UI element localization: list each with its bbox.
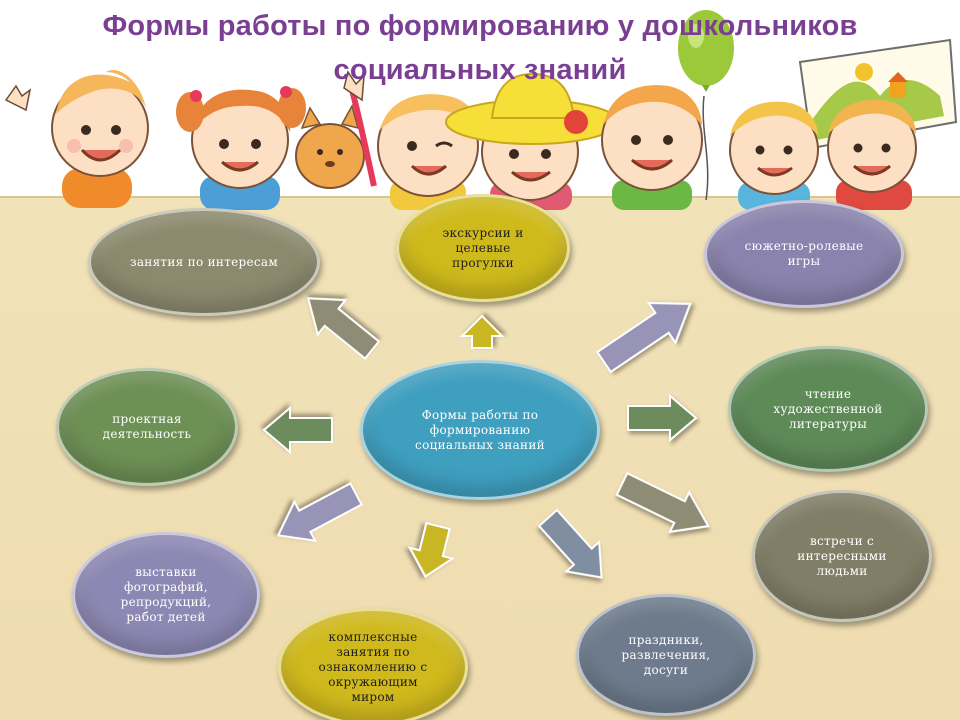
title-line-1: Формы работы по формированию у дошкольни… bbox=[102, 10, 858, 42]
arrow-to-exhibitions bbox=[276, 482, 363, 542]
node-meetings: встречи с интересными людьми bbox=[752, 490, 932, 622]
node-reading-label: чтение художественной литературы bbox=[773, 386, 883, 431]
arrow-to-interests bbox=[306, 297, 381, 360]
node-holidays-label: праздники, развлечения, досуги bbox=[621, 632, 711, 677]
arrow-to-complex bbox=[407, 521, 456, 578]
node-complex-label: комплексные занятия по ознакомлению с ок… bbox=[318, 629, 428, 704]
title-line-2: социальных знаний bbox=[333, 54, 627, 86]
node-complex: комплексные занятия по ознакомлению с ок… bbox=[278, 608, 468, 720]
arrow-to-meetings bbox=[615, 471, 710, 534]
node-reading: чтение художественной литературы bbox=[728, 346, 928, 472]
node-exhibitions: выставки фотографий, репродукций, работ … bbox=[72, 532, 260, 658]
center-node-label: Формы работы по формированию социальных … bbox=[415, 407, 545, 452]
node-interests-label: занятия по интересам bbox=[129, 254, 279, 269]
node-roleplay-label: сюжетно-ролевые игры bbox=[744, 239, 864, 268]
node-roleplay: сюжетно-ролевые игры bbox=[704, 200, 904, 308]
center-node: Формы работы по формированию социальных … bbox=[360, 360, 600, 500]
node-exhibitions-label: выставки фотографий, репродукций, работ … bbox=[120, 565, 212, 624]
arrow-to-excursions bbox=[459, 314, 505, 349]
node-project-label: проектная деятельность bbox=[102, 412, 192, 441]
children-faces-illustration bbox=[4, 10, 958, 210]
node-holidays: праздники, развлечения, досуги bbox=[576, 594, 756, 716]
node-interests: занятия по интересам bbox=[88, 208, 320, 316]
balloon-icon bbox=[678, 10, 734, 201]
node-excursions-label: экскурсии и целевые прогулки bbox=[442, 225, 524, 270]
arrow-to-reading bbox=[627, 393, 698, 443]
node-meetings-label: встречи с интересными людьми bbox=[797, 533, 887, 578]
arrow-to-holidays bbox=[537, 508, 603, 579]
node-excursions: экскурсии и целевые прогулки bbox=[396, 194, 570, 302]
arrow-to-roleplay bbox=[595, 301, 692, 374]
node-project: проектная деятельность bbox=[56, 368, 238, 486]
cat-icon bbox=[295, 89, 377, 189]
arrow-to-project bbox=[262, 405, 333, 455]
page-title: Формы работы по формированию у дошкольни… bbox=[0, 4, 960, 92]
